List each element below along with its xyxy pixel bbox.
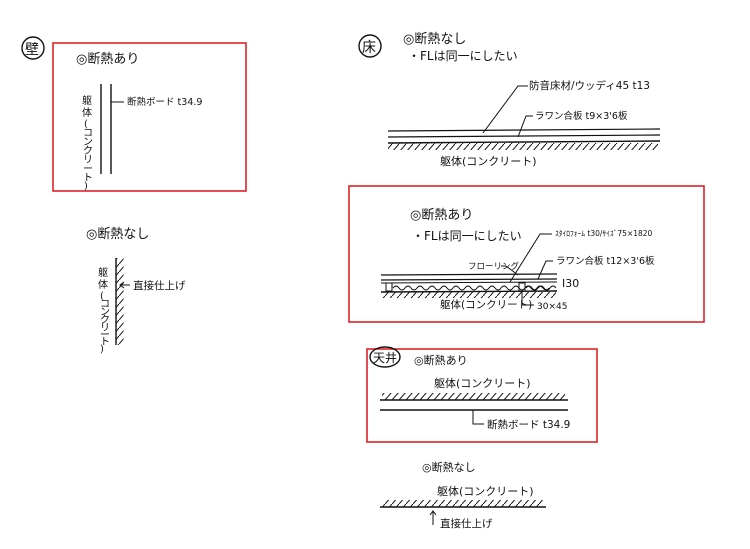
- ceiling-insulated-box: [366, 348, 598, 443]
- ceiling-section: 天井 ◎断熱あり 躯体(コンクリート) 断熱ボード t34.9 ◎断熱なし 躯体…: [366, 346, 598, 530]
- floor-ins-foam-leader: [509, 233, 552, 283]
- wall-ins-structure-char: ン: [83, 137, 93, 148]
- wall-noins-hatch: [116, 258, 124, 345]
- floor-ins-note: ・FLは同一にしたい: [412, 229, 522, 243]
- wall-ins-structure-char: ト: [83, 173, 93, 184]
- floor-noins-top-line: [387, 128, 661, 132]
- wall-ins-structure-char: ク: [83, 145, 93, 157]
- floor-noins-base-line: [387, 140, 661, 144]
- floor-ins-foam-top: [380, 281, 558, 284]
- wall-ins-structure-char: 躯: [82, 94, 92, 107]
- wall-noins-structure-char: コ: [100, 299, 110, 310]
- wall-ins-structure-char: コ: [83, 128, 93, 139]
- floor-ins-base-line: [380, 290, 558, 293]
- ceiling-ins-leader: [472, 410, 484, 425]
- wall-badge: 壁: [25, 42, 39, 58]
- floor-ins-thickness: I30: [562, 277, 579, 290]
- ceiling-badge-circle: [369, 346, 401, 368]
- floor-section: 床 ◎断熱なし ・FLは同一にしたい 防音床材/ウッディ45 t13 ラワン合板…: [348, 32, 705, 323]
- wall-noins-structure-char: ク: [100, 314, 110, 326]
- wall-ins-structure-char: (: [84, 119, 88, 130]
- ceiling-noins-structure: 躯体(コンクリート): [437, 484, 534, 498]
- wall-insulated-box: [52, 42, 247, 192]
- floor-ins-foam-wave-right: [525, 285, 557, 291]
- wall-noins-structure-label: 躯 体 ( コ ン ク リ ー ト ): [98, 266, 110, 355]
- floor-ins-joist-leader: [521, 291, 534, 306]
- wall-noins-structure-char: ー: [100, 330, 110, 341]
- floor-insulated-box: [348, 185, 705, 323]
- wall-ins-structure-char: 体: [82, 107, 92, 119]
- wall-ins-structure-label: 躯 体 ( コ ン ク リ ー ト ): [82, 94, 93, 192]
- ceiling-noins-hatch: [383, 500, 543, 507]
- floor-ins-foam-wave: [392, 285, 550, 291]
- wall-ins-structure-char: ): [84, 181, 88, 192]
- wall-noins-structure-char: リ: [100, 323, 110, 334]
- floor-ins-joist-left: [385, 282, 393, 292]
- floor-noins-ply-leader: [517, 115, 533, 138]
- wall-noins-structure-char: 躯: [98, 266, 108, 279]
- ceiling-noins-finish: 直接仕上げ: [440, 517, 493, 530]
- floor-ins-flooring: フローリング: [468, 261, 520, 272]
- wall-badge-circle: [21, 36, 45, 60]
- wall-noins-structure-char: ト: [100, 337, 110, 348]
- floor-ins-joist-label: 30×45: [537, 302, 567, 312]
- wall-section: 壁 ◎断熱あり 躯 体 ( コ ン ク リ ー ト ) 断熱ボード t34.9 …: [21, 36, 247, 355]
- floor-ins-heading: ◎断熱あり: [410, 208, 473, 223]
- wall-noins-finish-label: 直接仕上げ: [133, 279, 186, 292]
- floor-ins-structure: 躯体(コンクリート): [440, 298, 532, 311]
- wall-noins-structure-char: ): [100, 344, 104, 355]
- ceiling-badge: 天井: [373, 351, 397, 365]
- floor-ins-ply-leader: [537, 260, 553, 280]
- floor-noins-note: ・FLは同一にしたい: [408, 49, 518, 63]
- floor-badge-circle: [358, 34, 382, 58]
- wall-ins-structure-char: リ: [83, 155, 93, 166]
- wall-ins-structure-char: ー: [83, 164, 93, 175]
- wall-ins-heading: ◎断熱あり: [76, 52, 139, 67]
- floor-noins-heading: ◎断熱なし: [403, 32, 466, 47]
- floor-ins-ply-line: [380, 278, 558, 281]
- ceiling-ins-hatch: [382, 393, 565, 400]
- floor-noins-top-material: 防音床材/ウッディ45 t13: [529, 79, 650, 92]
- ceiling-ins-board: 断熱ボード t34.9: [487, 418, 570, 431]
- floor-noins-top-leader: [482, 85, 528, 134]
- floor-noins-plywood: ラワン合板 t9×3'6板: [535, 110, 628, 122]
- ceiling-ins-heading: ◎断熱あり: [414, 353, 468, 367]
- floor-ins-plywood: ラワン合板 t12×3'6板: [556, 255, 655, 267]
- wall-noins-structure-char: 体: [98, 279, 108, 291]
- floor-badge: 床: [362, 40, 376, 56]
- ceiling-noins-arrowhead: [429, 510, 437, 516]
- wall-noins-arrowhead: [119, 281, 125, 289]
- ceiling-noins-heading: ◎断熱なし: [422, 460, 476, 474]
- wall-noins-heading: ◎断熱なし: [86, 227, 149, 242]
- floor-noins-structure: 躯体(コンクリート): [440, 154, 537, 168]
- floor-ins-foam: ｽﾀｲﾛﾌｫｰﾑ t30/ｻｲｽﾞ75×1820: [555, 229, 653, 238]
- ceiling-ins-structure: 躯体(コンクリート): [434, 376, 531, 390]
- floor-ins-hatch: [382, 292, 556, 298]
- wall-ins-board-label: 断熱ボード t34.9: [127, 96, 202, 108]
- wall-noins-structure-char: (: [100, 291, 104, 302]
- floor-ins-flooring-leader: [501, 265, 519, 276]
- wall-noins-structure-char: ン: [100, 307, 110, 318]
- floor-ins-top-line: [380, 273, 558, 276]
- floor-noins-mid-line: [387, 134, 661, 138]
- floor-noins-hatch: [388, 143, 658, 150]
